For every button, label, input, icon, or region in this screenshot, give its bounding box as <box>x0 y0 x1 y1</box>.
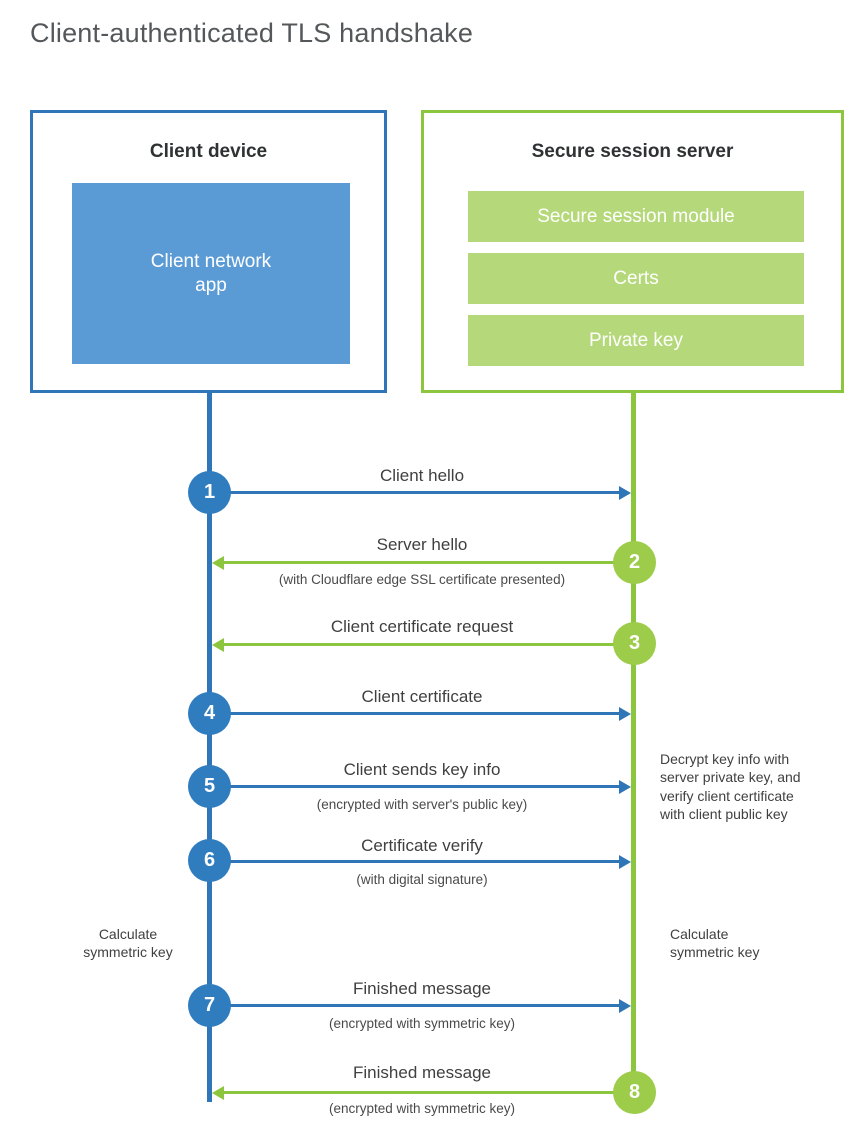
message-arrow-4 <box>210 712 619 715</box>
message-arrow-6 <box>210 860 619 863</box>
message-label-5: Client sends key info <box>343 760 501 779</box>
message-sublabel-7: (encrypted with symmetric key) <box>328 1016 516 1031</box>
message-label-2: Server hello <box>376 535 468 554</box>
arrow-head-icon-7 <box>619 998 631 1013</box>
message-arrow-2 <box>224 561 634 564</box>
message-arrow-3 <box>224 643 634 646</box>
step-circle-2[interactable]: 2 <box>613 541 656 584</box>
certs-block: Certs <box>468 253 804 304</box>
step-circle-1[interactable]: 1 <box>188 471 231 514</box>
message-arrow-7 <box>210 1004 619 1007</box>
message-sublabel-5: (encrypted with server's public key) <box>316 797 528 812</box>
server-lifeline <box>631 390 636 1092</box>
client-device-title: Client device <box>149 141 268 162</box>
arrow-head-icon-6 <box>619 854 631 869</box>
arrow-head-icon-3 <box>212 637 224 652</box>
arrow-head-icon-1 <box>619 485 631 500</box>
secure-session-server-title: Secure session server <box>531 141 734 162</box>
step-circle-4[interactable]: 4 <box>188 692 231 735</box>
step-circle-8[interactable]: 8 <box>613 1071 656 1114</box>
message-label-7: Finished message <box>353 979 491 998</box>
message-label-1: Client hello <box>379 466 465 485</box>
page-title: Client-authenticated TLS handshake <box>30 18 474 48</box>
secure-session-server-box: Secure session server Secure session mod… <box>421 110 844 393</box>
message-arrow-1 <box>210 491 619 494</box>
step-circle-7[interactable]: 7 <box>188 984 231 1027</box>
message-sublabel-8: (encrypted with symmetric key) <box>328 1101 516 1116</box>
message-label-4: Client certificate <box>361 687 483 706</box>
message-sublabel-2: (with Cloudflare edge SSL certificate pr… <box>278 572 566 587</box>
arrow-head-icon-8 <box>212 1085 224 1100</box>
client-lifeline <box>207 390 212 1102</box>
message-label-3: Client certificate request <box>330 617 514 636</box>
message-label-8: Finished message <box>353 1063 491 1082</box>
step-circle-6[interactable]: 6 <box>188 839 231 882</box>
message-label-6: Certificate verify <box>361 836 483 855</box>
message-arrow-5 <box>210 785 619 788</box>
step-circle-5[interactable]: 5 <box>188 765 231 808</box>
message-arrow-8 <box>224 1091 634 1094</box>
step-circle-3[interactable]: 3 <box>613 622 656 665</box>
arrow-head-icon-2 <box>212 555 224 570</box>
secure-session-module-block: Secure session module <box>468 191 804 242</box>
arrow-head-icon-5 <box>619 779 631 794</box>
arrow-head-icon-4 <box>619 706 631 721</box>
message-sublabel-6: (with digital signature) <box>356 872 488 887</box>
private-key-block: Private key <box>468 315 804 366</box>
